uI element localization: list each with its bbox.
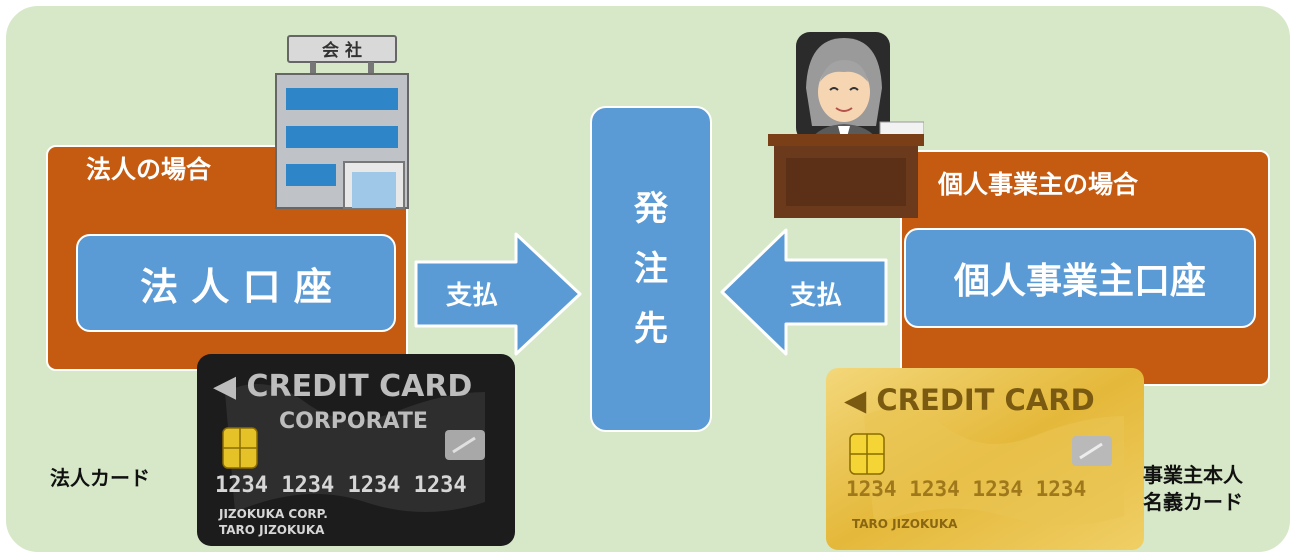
business-owner-illustration xyxy=(768,32,924,218)
vendor-char-3: 先 xyxy=(634,309,668,349)
building-sign-text: 会 社 xyxy=(322,40,362,61)
sole-proprietor-case-label: 個人事業主の場合 xyxy=(938,170,1139,199)
sole-proprietor-account-label: 個人事業主口座 xyxy=(953,261,1206,302)
vendor-char-2: 注 xyxy=(634,249,668,289)
payment-label-left: 支払 xyxy=(446,281,499,311)
personal-card-holder: TARO JIZOKUKA xyxy=(852,517,958,531)
corporate-account-label: 法 人 口 座 xyxy=(140,264,332,309)
payment-arrow-left xyxy=(720,228,888,356)
corporate-case-label: 法人の場合 xyxy=(86,155,212,184)
personal-credit-card: ◀ CREDIT CARD 1234 1234 1234 1234 TARO J… xyxy=(826,368,1144,550)
personal-card-caption: 事業主本人 名義カード xyxy=(1143,462,1243,516)
corporate-account-box: 法 人 口 座 xyxy=(76,234,396,332)
company-building-illustration: 会 社 xyxy=(275,35,409,209)
vendor-char-1: 発 xyxy=(634,189,668,229)
corporate-card-subtitle: CORPORATE xyxy=(279,409,428,434)
payment-label-right: 支払 xyxy=(790,281,843,311)
personal-card-title: ◀ CREDIT CARD xyxy=(844,383,1095,417)
sole-proprietor-account-box: 個人事業主口座 xyxy=(904,228,1256,328)
corporate-card-title: ◀ CREDIT CARD xyxy=(213,369,472,404)
personal-card-caption-line1: 事業主本人 xyxy=(1143,463,1243,487)
personal-card-number: 1234 1234 1234 1234 xyxy=(846,477,1086,501)
personal-card-caption-line2: 名義カード xyxy=(1143,490,1243,514)
vendor-box: 発 注 先 xyxy=(590,106,712,432)
payment-arrow-right xyxy=(414,232,582,356)
corporate-card-number: 1234 1234 1234 1234 xyxy=(215,473,467,498)
corporate-credit-card: ◀ CREDIT CARD CORPORATE 1234 1234 1234 1… xyxy=(197,354,515,546)
corporate-card-holder-2: TARO JIZOKUKA xyxy=(219,523,325,537)
corporate-card-caption: 法人カード xyxy=(50,466,150,490)
corporate-card-holder-1: JIZOKUKA CORP. xyxy=(218,507,328,521)
